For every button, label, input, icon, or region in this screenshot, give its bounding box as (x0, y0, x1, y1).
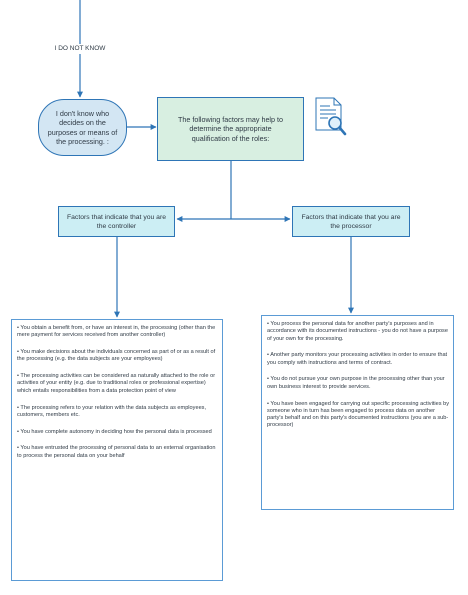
question-text: I don't know who decides on the purposes… (47, 108, 118, 147)
processor-node: Factors that indicate that you are the p… (292, 206, 410, 237)
question-node: I don't know who decides on the purposes… (38, 99, 127, 156)
list-item: • Another party monitors your processing… (267, 352, 448, 366)
document-magnifier-icon (315, 97, 347, 136)
list-item: • You have been engaged for carrying out… (267, 400, 450, 429)
controller-factors-list: • You obtain a benefit from, or have an … (11, 319, 223, 581)
controller-node: Factors that indicate that you are the c… (58, 206, 175, 237)
list-item: • You process the personal data for anot… (267, 321, 448, 342)
processor-title: Factors that indicate that you are the p… (301, 213, 401, 230)
list-item: • You have entrusted the processing of p… (17, 445, 216, 459)
list-item: • The processing activities can be consi… (17, 373, 216, 394)
controller-title: Factors that indicate that you are the c… (67, 213, 166, 230)
top-label: I DO NOT KNOW (50, 44, 110, 54)
list-item: • You have complete autonomy in deciding… (17, 428, 212, 435)
factors-text: The following factors may help to determ… (177, 114, 284, 143)
list-item: • You obtain a benefit from, or have an … (17, 325, 216, 339)
list-item: • You make decisions about the individua… (17, 349, 216, 363)
list-item: • You do not pursue your own purpose in … (267, 376, 445, 390)
list-item: • The processing refers to your relation… (17, 404, 207, 418)
factors-node: The following factors may help to determ… (157, 97, 304, 161)
processor-factors-list: • You process the personal data for anot… (261, 315, 454, 510)
